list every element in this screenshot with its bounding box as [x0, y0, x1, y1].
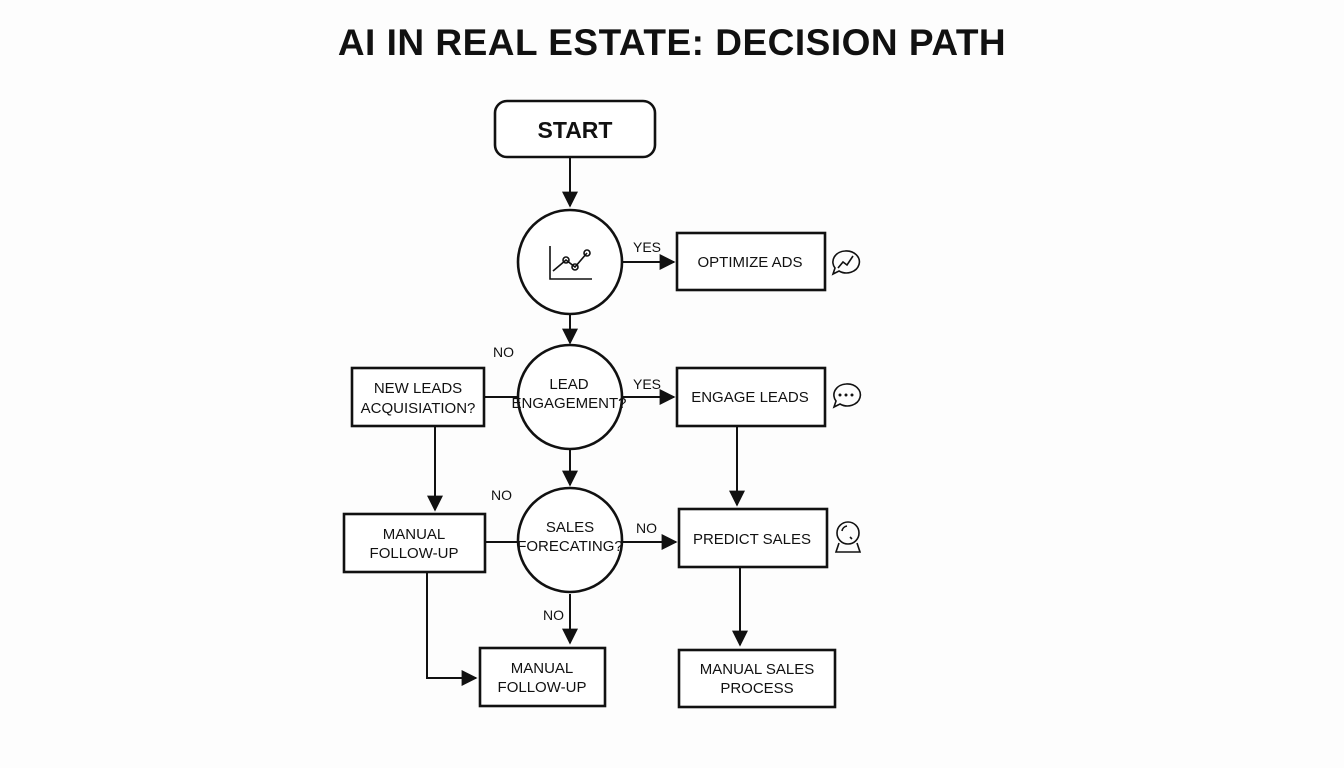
sales-forecasting-label-line2: FORECATING?	[517, 538, 623, 555]
optimize-ads-label: OPTIMIZE ADS	[697, 254, 802, 271]
start-node: START	[493, 99, 657, 159]
edge-manual-left-to-manual-bottom	[426, 572, 478, 686]
predict-sales-node: PREDICT SALES	[677, 507, 829, 569]
manual-sales-process-label-line1: MANUAL SALES	[700, 661, 815, 678]
connectors	[426, 157, 748, 686]
manual-follow-up-left-label-line2: FOLLOW-UP	[370, 545, 459, 562]
new-leads-label-line2: ACQUISIATION?	[361, 400, 476, 417]
manual-sales-process-label-line2: PROCESS	[720, 680, 793, 697]
manual-follow-up-left-node: MANUAL FOLLOW-UP	[342, 512, 487, 574]
lead-engagement-label-line1: LEAD	[549, 376, 588, 393]
manual-follow-up-bottom-label-line1: MANUAL	[511, 660, 574, 677]
manual-follow-up-bottom-label-line2: FOLLOW-UP	[498, 679, 587, 696]
start-label: START	[538, 117, 613, 143]
chart-decision-node	[516, 208, 624, 316]
engage-leads-label: ENGAGE LEADS	[691, 389, 809, 406]
sales-forecasting-node: SALES FORECATING?	[516, 486, 624, 594]
crystal-ball-icon	[834, 521, 862, 553]
edge-label-no: NO	[636, 520, 657, 536]
lead-engagement-label-line2: ENGAGEMENT?	[511, 395, 626, 412]
sales-forecasting-label-line1: SALES	[546, 519, 594, 536]
new-leads-node: NEW LEADS ACQUISIATION?	[350, 366, 486, 428]
chat-bubble-icon	[832, 383, 862, 409]
edge-label-yes: YES	[633, 376, 661, 392]
page-title: AI IN REAL ESTATE: DECISION PATH	[337, 22, 1007, 63]
edge-label-no: NO	[491, 487, 512, 503]
trend-chat-icon	[831, 250, 861, 276]
manual-follow-up-bottom-node: MANUAL FOLLOW-UP	[478, 646, 607, 708]
optimize-ads-node: OPTIMIZE ADS	[675, 231, 827, 292]
manual-sales-process-node: MANUAL SALES PROCESS	[677, 648, 837, 709]
edge-label-yes: YES	[633, 239, 661, 255]
engage-leads-node: ENGAGE LEADS	[675, 366, 827, 428]
predict-sales-label: PREDICT SALES	[693, 531, 811, 548]
edge-label-no: NO	[543, 607, 564, 623]
edge-label-no: NO	[493, 344, 514, 360]
lead-engagement-node: LEAD ENGAGEMENT?	[511, 343, 627, 451]
new-leads-label-line1: NEW LEADS	[374, 380, 462, 397]
manual-follow-up-left-label-line1: MANUAL	[383, 526, 446, 543]
line-chart-icon	[549, 246, 592, 280]
